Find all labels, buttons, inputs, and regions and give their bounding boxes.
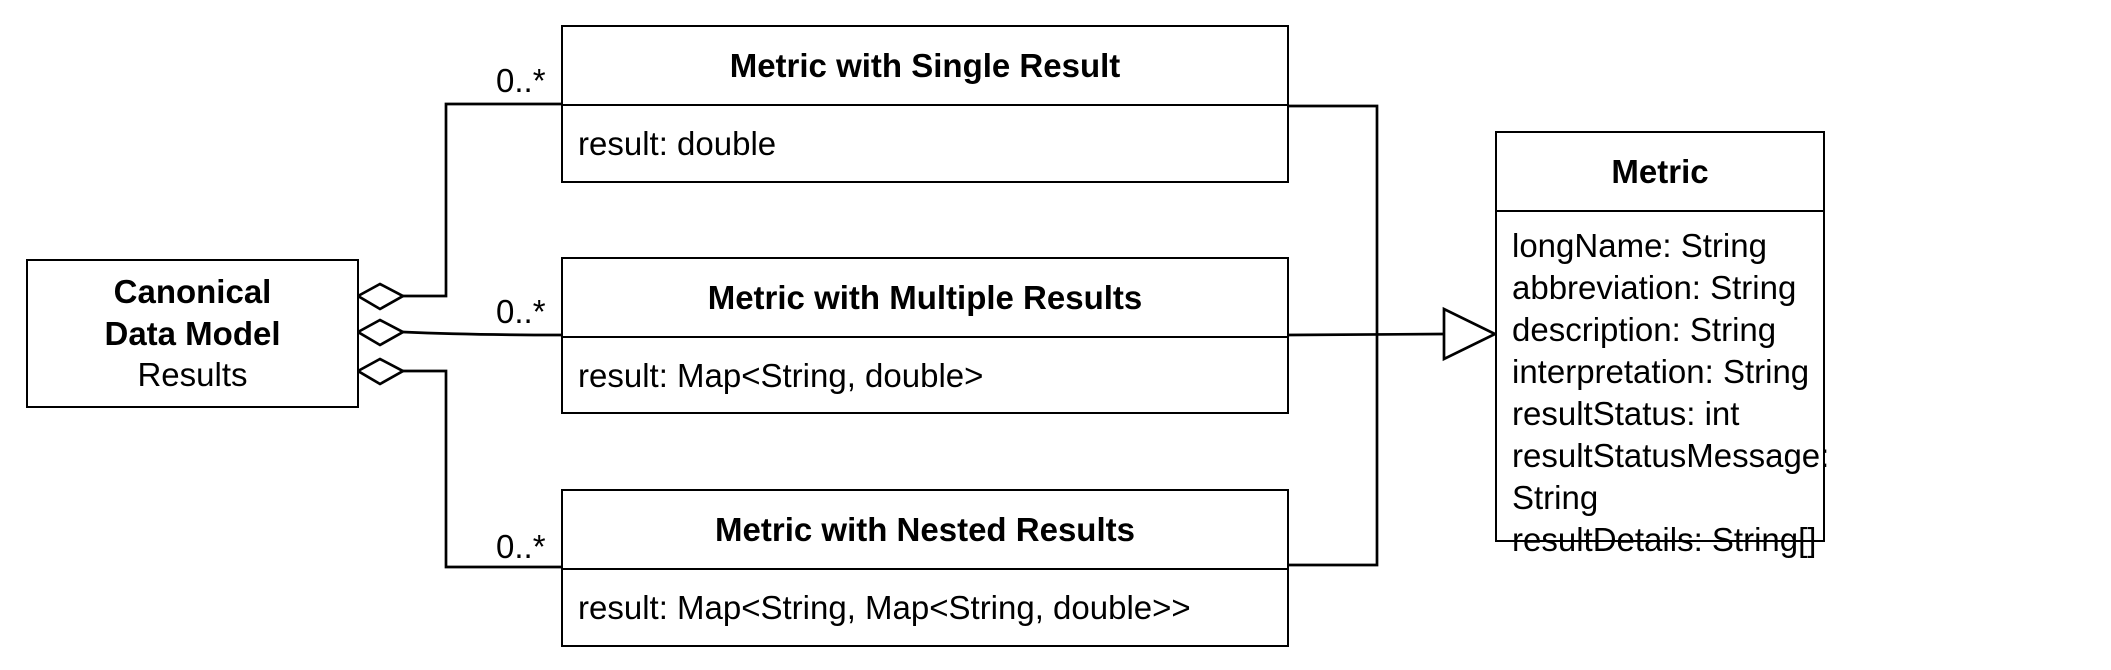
single-result-attribute: result: double [578, 125, 777, 162]
metric-class: Metric longName: String abbreviation: St… [1495, 131, 1829, 558]
multiplicity-label-single: 0..* [496, 62, 546, 99]
metric-attribute-description: description: String [1512, 311, 1777, 348]
aggregation-line-multiple [402, 330, 562, 337]
metric-attributes: longName: String abbreviation: String de… [1497, 212, 1830, 561]
metric-attribute-abbreviation: abbreviation: String [1512, 269, 1797, 306]
nested-results-class: Metric with Nested Results result: Map<S… [561, 489, 1289, 647]
single-result-class: Metric with Single Result result: double [561, 25, 1289, 183]
generalization-line-multiple [1286, 332, 1445, 337]
aggregation-line-single [403, 102, 561, 298]
multiplicity-label-multiple: 0..* [496, 293, 546, 330]
multiple-results-title: Metric with Multiple Results [563, 259, 1287, 338]
canonical-title-line1: Canonical [113, 272, 272, 310]
aggregation-line-nested [403, 369, 561, 569]
multiple-results-attribute: result: Map<String, double> [578, 357, 984, 394]
generalization-arrowhead [1442, 306, 1499, 362]
aggregation-diamond-single [355, 282, 406, 311]
canonical-title-line2: Data Model [104, 314, 281, 352]
metric-title: Metric [1497, 133, 1823, 212]
aggregation-diamond-nested [355, 357, 406, 386]
canonical-subtitle: Results [137, 356, 248, 394]
metric-attribute-resultstatusmessage: resultStatusMessage: String [1512, 437, 1830, 516]
metric-attribute-longname: longName: String [1512, 227, 1767, 264]
generalization-line-nested [1287, 334, 1379, 567]
generalization-line-single [1287, 104, 1379, 334]
multiple-results-class: Metric with Multiple Results result: Map… [561, 257, 1289, 414]
metric-attribute-interpretation: interpretation: String [1512, 353, 1810, 390]
nested-results-attribute: result: Map<String, Map<String, double>> [578, 589, 1191, 626]
metric-attribute-resultstatus: resultStatus: int [1512, 395, 1740, 432]
single-result-title: Metric with Single Result [563, 27, 1287, 106]
nested-results-title: Metric with Nested Results [563, 491, 1287, 570]
aggregation-diamond-multiple [355, 318, 406, 347]
canonical-data-model-class: Canonical Data Model Results [26, 259, 359, 408]
metric-attribute-resultdetails: resultDetails: String[] [1512, 521, 1817, 558]
multiplicity-label-nested: 0..* [496, 528, 546, 565]
